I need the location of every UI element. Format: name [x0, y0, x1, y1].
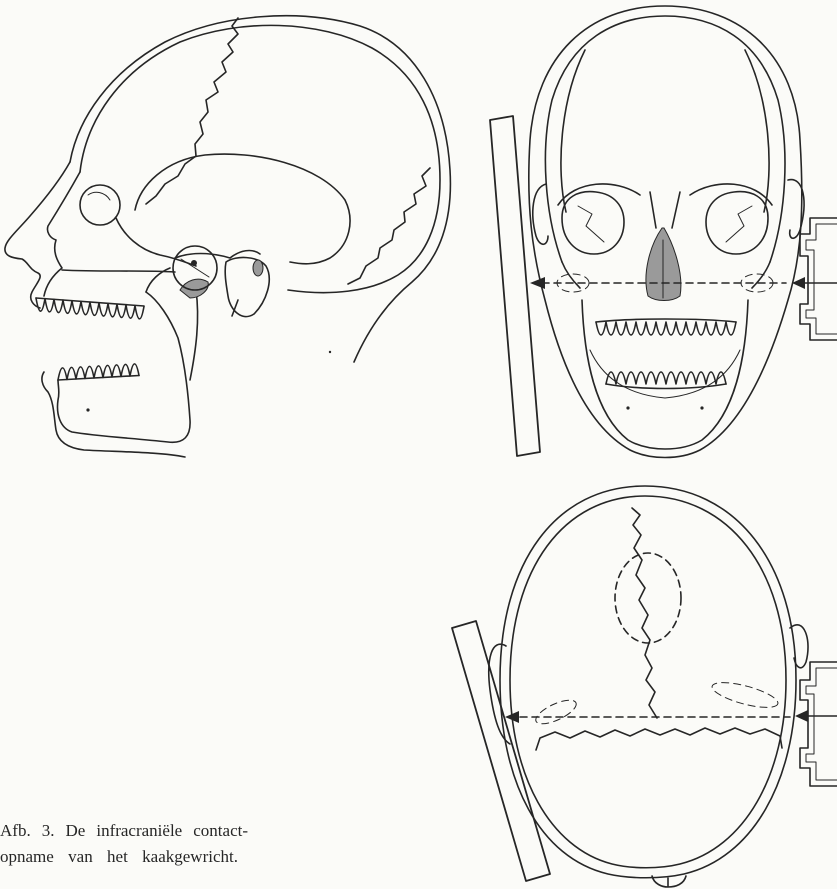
frontal-right-orbit-fissure: [726, 206, 752, 242]
lateral-maxilla-base: [62, 270, 175, 272]
top-region-of-interest-circle: [615, 553, 681, 643]
top-right-petrous-outline: [710, 678, 780, 713]
lateral-speck: [329, 351, 331, 353]
caption-line-2: opname van het kaakgewricht.: [0, 844, 238, 870]
frontal-left-ear: [533, 184, 548, 244]
top-left-petrous-outline: [533, 695, 580, 728]
frontal-left-orbit-fissure: [578, 206, 604, 242]
frontal-right-zygoma: [752, 262, 770, 288]
lateral-temporal-line: [135, 154, 350, 264]
frontal-ray-arrowhead: [530, 277, 545, 289]
frontal-film-plate: [490, 116, 540, 456]
lateral-coronal-suture: [146, 18, 238, 204]
lateral-skull-view: [5, 16, 451, 457]
lateral-cranium-outline: [80, 25, 440, 292]
frontal-right-brow: [690, 184, 772, 205]
lateral-lambdoid-suture: [348, 168, 430, 284]
top-incoming-arrowhead: [795, 710, 808, 722]
lateral-ramus-edge: [190, 290, 198, 380]
frontal-right-mental-foramen: [700, 406, 703, 409]
frontal-right-orbit: [706, 192, 768, 254]
lateral-ear-canal: [253, 260, 263, 276]
top-xray-tube-inner: [806, 668, 837, 780]
tmj-marker-dot: [191, 260, 197, 266]
frontal-xray-tube-outer: [800, 218, 837, 340]
top-skull-view: [452, 486, 837, 887]
lateral-mental-foramen: [86, 408, 89, 411]
lateral-upper-teeth: [36, 298, 144, 319]
frontal-nasal-bones: [650, 192, 680, 228]
frontal-left-mental-foramen: [626, 406, 629, 409]
caption-line-1: Afb. 3. De infracraniële contact-: [0, 818, 248, 844]
top-sagittal-suture: [632, 508, 657, 718]
frontal-lower-teeth: [606, 372, 726, 384]
frontal-skull-view: [490, 6, 837, 458]
top-lambdoid-suture: [536, 728, 782, 750]
lateral-orbit: [80, 185, 120, 225]
lateral-lower-gum-line: [58, 376, 139, 381]
frontal-cranium-outline: [545, 16, 785, 262]
frontal-xray-tube-inner: [806, 224, 837, 334]
frontal-left-brow: [558, 184, 640, 205]
lateral-face-profile-upper: [5, 162, 70, 308]
figure-caption: Afb. 3. De infracraniële contact- opname…: [0, 818, 250, 870]
lateral-orbit-detail: [88, 192, 110, 200]
top-xray-tube-outer: [800, 662, 837, 786]
lateral-face-profile-lower: [42, 372, 185, 457]
lateral-nasal-maxilla: [44, 172, 80, 296]
frontal-upper-teeth: [596, 322, 736, 335]
lateral-cheek-line: [116, 218, 196, 266]
frontal-left-orbit: [562, 192, 624, 254]
